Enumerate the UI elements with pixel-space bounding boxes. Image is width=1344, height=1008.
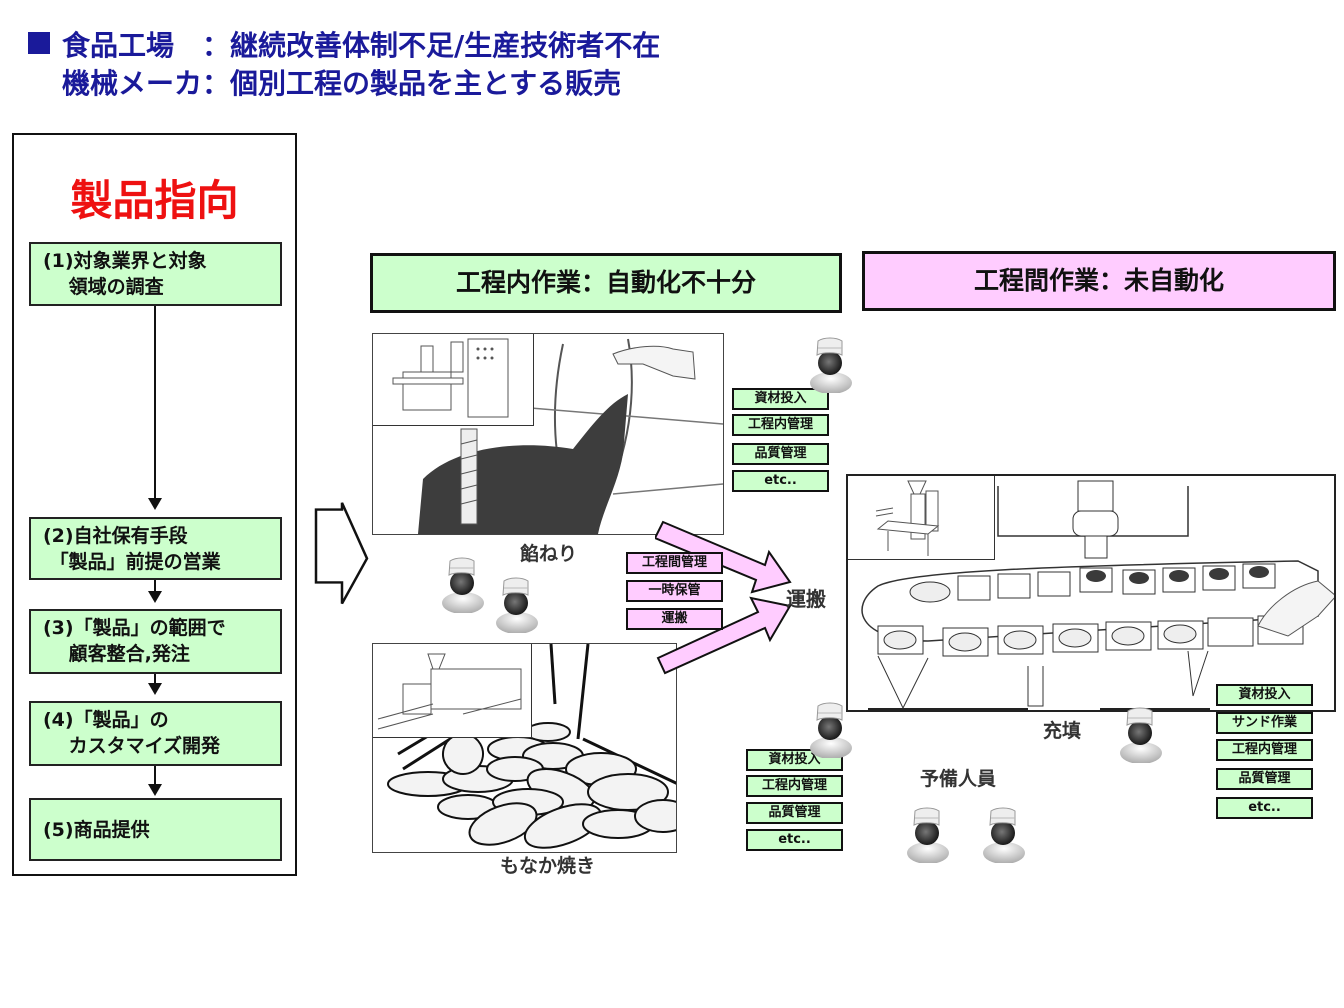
kneader-machine-icon: [392, 338, 509, 418]
task-tag: 品質管理: [746, 802, 843, 824]
worker-icon: [981, 805, 1027, 863]
header-line-2-label: 機械メーカ：: [62, 67, 231, 100]
step-2: (2)自社保有手段 「製品」前提の営業: [29, 517, 282, 580]
worker-icon: [808, 700, 854, 758]
floor-line: [1100, 708, 1210, 710]
filling-caption: 充填: [1043, 720, 1082, 742]
floor-line: [868, 708, 1028, 710]
header-line-1-text: 継続改善体制不足/生産技術者不在: [230, 29, 661, 62]
arrow-down-icon: [148, 591, 162, 603]
header-line-2: 機械メーカ：個別工程の製品を主とする販売: [62, 62, 621, 102]
task-tag: 運搬: [626, 608, 723, 630]
flow-line-4: [154, 766, 156, 784]
arrow-down-icon: [148, 498, 162, 510]
filling-machine-inset: [848, 476, 995, 560]
task-tag: etc..: [746, 829, 843, 851]
flow-line-3: [154, 674, 156, 683]
header-line-1: 食品工場 ：継続改善体制不足/生産技術者不在: [28, 24, 660, 64]
baking-scene-image: [387, 644, 676, 849]
reserve-staff-caption: 予備人員: [920, 768, 997, 790]
arrow-down-icon: [148, 784, 162, 796]
arrow-down-icon: [148, 683, 162, 695]
flow-line-1: [154, 306, 156, 498]
block-arrow-right-icon: [314, 502, 369, 605]
task-tag: etc..: [1216, 797, 1313, 819]
baking-illustration: [372, 643, 677, 853]
kneading-machine-inset: [373, 334, 534, 426]
worker-icon: [905, 805, 951, 863]
step-1: (1)対象業界と対象 領域の調査: [29, 242, 282, 306]
step-3: (3)「製品」の範囲で 顧客整合,発注: [29, 609, 282, 674]
worker-icon: [808, 335, 854, 393]
product-oriented-panel: 製品指向 (1)対象業界と対象 領域の調査 (2)自社保有手段 「製品」前提の営…: [12, 133, 297, 876]
step-5: (5)商品提供: [29, 798, 282, 861]
baking-machine-icon: [377, 653, 522, 730]
task-tag: 資材投入: [1216, 684, 1313, 706]
filling-machine-icon: [875, 480, 940, 556]
intra-process-header: 工程内作業：自動化不十分: [370, 253, 842, 313]
worker-icon: [440, 555, 486, 613]
baking-machine-inset: [373, 644, 532, 738]
kneading-scene-image: [418, 338, 723, 534]
inter-process-header: 工程間作業：未自動化: [862, 251, 1336, 311]
step-4: (4)「製品」の カスタマイズ開発: [29, 701, 282, 766]
task-tag: 品質管理: [1216, 768, 1313, 790]
kneading-caption: 餡ねり: [520, 543, 578, 565]
kneading-illustration: [372, 333, 724, 535]
task-tag: 工程間管理: [626, 552, 723, 574]
task-tag: 工程内管理: [732, 414, 829, 436]
worker-icon: [1118, 705, 1164, 763]
header-line-2-text: 個別工程の製品を主とする販売: [230, 67, 622, 100]
task-tag: etc..: [732, 470, 829, 492]
flow-line-2: [154, 580, 156, 591]
bullet-square-icon: [28, 32, 50, 54]
transport-caption: 運搬: [786, 587, 826, 611]
filling-illustration: [846, 474, 1336, 712]
task-tag: 工程内管理: [746, 775, 843, 797]
worker-icon: [494, 575, 540, 633]
panel-title: 製品指向: [70, 176, 239, 225]
task-tag: 品質管理: [732, 443, 829, 465]
conveyor-scene-image: [861, 480, 1334, 710]
task-tag: 資材投入: [732, 388, 829, 410]
baking-caption: もなか焼き: [500, 855, 596, 877]
task-tag: 工程内管理: [1216, 739, 1313, 761]
header-line-1-label: 食品工場 ：: [62, 29, 231, 62]
task-tag: 一時保管: [626, 580, 723, 602]
arrow-right-up-icon: [656, 596, 792, 675]
task-tag: サンド作業: [1216, 712, 1313, 734]
